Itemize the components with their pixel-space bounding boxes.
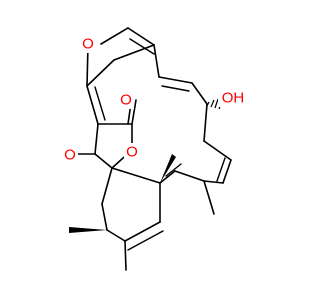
bond — [124, 221, 161, 242]
bond — [210, 99, 215, 108]
bond — [124, 240, 127, 271]
bond — [86, 85, 99, 125]
bond — [131, 99, 137, 125]
bond — [222, 159, 232, 184]
bond — [206, 101, 210, 107]
bond — [160, 154, 176, 183]
bond — [203, 103, 208, 142]
lactone-ring-oxygen-bg — [124, 143, 140, 161]
bond — [203, 140, 232, 161]
ketone-oxygen-upper-label: O — [120, 92, 132, 109]
ketone-oxygen-left-bg — [62, 146, 78, 164]
bond — [106, 229, 126, 242]
ether-oxygen-bg — [80, 35, 96, 53]
bond — [101, 203, 108, 231]
bond — [161, 85, 190, 92]
bond — [111, 167, 161, 184]
bond — [86, 59, 115, 87]
bond — [100, 27, 129, 45]
bond — [94, 86, 106, 121]
bond — [127, 27, 155, 46]
ketone-oxygen-left-label: O — [64, 147, 76, 164]
bond — [158, 76, 193, 84]
ketone-oxygen-upper-bg — [118, 91, 134, 109]
bond — [94, 153, 113, 169]
bond — [191, 82, 208, 105]
bond — [129, 38, 155, 55]
bond — [153, 44, 160, 78]
bond — [203, 180, 224, 184]
bond — [101, 167, 113, 205]
bond — [113, 44, 155, 61]
bond — [203, 180, 215, 215]
bond — [214, 98, 219, 109]
lactone-ring-oxygen-label: O — [126, 144, 138, 161]
hydroxyl-label: OH — [222, 90, 245, 107]
bond — [174, 170, 205, 182]
ether-oxygen-label: O — [82, 36, 94, 53]
bond — [127, 230, 164, 251]
bond — [216, 157, 226, 182]
bond — [165, 163, 182, 177]
chemical-structure: O O O O OH — [62, 27, 248, 271]
structure-canvas: O O O O OH — [62, 27, 248, 271]
bond — [69, 227, 107, 233]
hydroxyl-bg — [218, 89, 248, 107]
bond — [159, 170, 176, 184]
bond — [94, 123, 99, 155]
